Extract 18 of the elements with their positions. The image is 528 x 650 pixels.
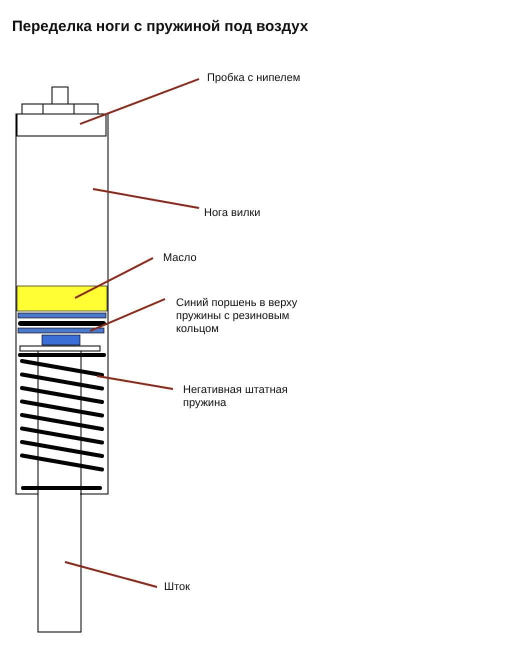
callout-label: Негативная штатная пружина	[183, 384, 303, 410]
callout-label: Синий поршень в верху пружины с резиновым кольцом	[176, 297, 306, 336]
coil-spring	[18, 353, 106, 490]
leader-line	[74, 257, 154, 299]
leader-line	[90, 298, 166, 332]
piston-drawing	[18, 312, 106, 352]
shaft-rod	[38, 350, 82, 632]
callout-label: Нога вилки	[204, 207, 294, 220]
callout-label: Масло	[163, 252, 213, 265]
callout-label: Пробка с нипелем	[207, 72, 317, 85]
leader-line	[80, 78, 200, 125]
callout-label: Шток	[164, 581, 204, 594]
leader-line	[64, 561, 158, 588]
leader-line	[96, 375, 174, 390]
leader-line	[92, 188, 200, 209]
title: Переделка ноги с пружиной под воздух	[12, 18, 308, 35]
oil-layer	[16, 286, 108, 312]
cap-with-valve	[16, 86, 106, 136]
